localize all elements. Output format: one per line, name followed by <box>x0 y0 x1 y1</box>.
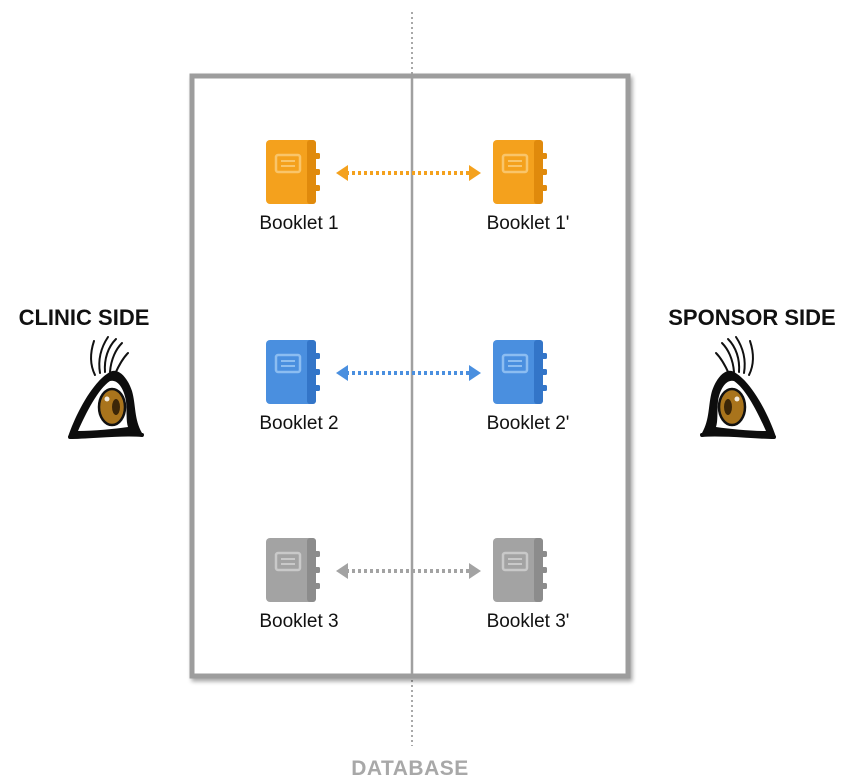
sync-arrow-2 <box>336 365 481 381</box>
booklet-row-3: Booklet 3 Booklet 3' <box>259 538 569 632</box>
database-label: DATABASE <box>351 757 469 778</box>
booklet-2-sponsor-icon <box>493 340 547 404</box>
database-box <box>189 73 631 679</box>
booklet-1-clinic-icon <box>266 140 320 204</box>
booklet-3-sponsor-icon <box>493 538 547 602</box>
clinic-side-label: CLINIC SIDE <box>19 305 150 330</box>
sponsor-side-label: SPONSOR SIDE <box>668 305 835 330</box>
booklet-2-clinic-icon <box>266 340 320 404</box>
sponsor-eye-icon <box>700 336 776 439</box>
booklet-3-clinic-icon <box>266 538 320 602</box>
sync-arrow-3 <box>336 563 481 579</box>
booklet-row-2: Booklet 2 Booklet 2' <box>259 340 569 434</box>
booklet-1-sponsor-label: Booklet 1' <box>487 213 570 234</box>
booklet-3-sponsor-label: Booklet 3' <box>487 611 570 632</box>
booklet-1-sponsor-icon <box>493 140 547 204</box>
clinic-eye-icon <box>68 336 144 439</box>
booklet-3-clinic-label: Booklet 3 <box>259 611 338 632</box>
booklet-row-1: Booklet 1 Booklet 1' <box>259 140 569 234</box>
booklet-1-clinic-label: Booklet 1 <box>259 213 338 234</box>
sync-arrow-1 <box>336 165 481 181</box>
booklet-2-sponsor-label: Booklet 2' <box>487 413 570 434</box>
booklet-2-clinic-label: Booklet 2 <box>259 413 338 434</box>
